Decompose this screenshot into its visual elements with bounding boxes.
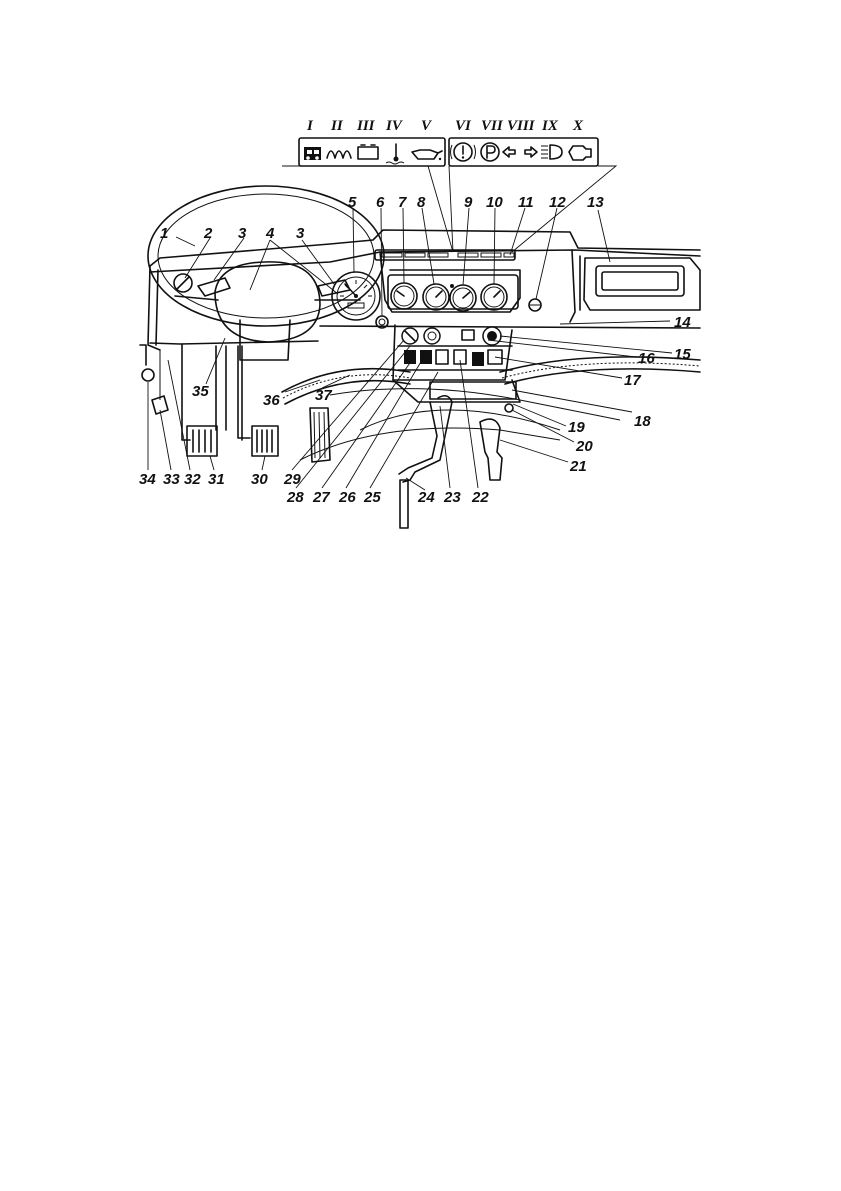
indicator-label-4: IV [385,118,404,134]
callout-10: 10 [486,194,503,211]
gauge-8 [423,284,449,310]
callout-5: 5 [348,194,357,211]
steering-stalks [198,278,350,296]
callout-6: 6 [376,194,385,211]
coolant-temperature-icon [386,144,404,164]
gear-levers [360,396,560,528]
callout-1: 1 [160,225,168,242]
indicator-label-1: I [306,118,314,134]
callout-13: 13 [587,194,604,211]
callout-28: 28 [286,489,304,506]
callout-22: 22 [471,489,489,506]
high-beam-icon [541,145,562,159]
callout-24: 24 [417,489,435,506]
callout-33: 33 [163,471,180,488]
switch-block [398,327,512,370]
knob-20 [505,404,513,412]
callout-21: 21 [569,458,587,475]
indicator-label-3: III [356,118,376,134]
check-engine-icon [569,146,591,160]
indicator-label-10: X [572,118,584,134]
callout-34: 34 [139,471,156,488]
callout-8: 8 [417,194,426,211]
ignition-switch [174,274,192,292]
car-door-icon [304,147,321,160]
dashboard-body [148,230,700,460]
turn-left-arrow-icon [503,147,515,157]
callout-31: 31 [208,471,225,488]
callout-3a: 3 [238,225,247,242]
callout-18: 18 [634,413,651,430]
gauge-9 [450,285,476,311]
indicator-label-2: II [330,118,344,134]
indicator-panel: I II III IV V VI VII VIII IX X [299,118,598,166]
callout-15: 15 [674,346,691,363]
glow-plug-coil-icon [327,151,351,158]
callout-2: 2 [203,225,213,242]
callout-26: 26 [338,489,356,506]
callout-3b: 3 [296,225,305,242]
callout-12: 12 [549,194,566,211]
callout-7: 7 [398,194,407,211]
callout-37: 37 [315,387,332,404]
speedometer [332,272,380,320]
gauge-12 [529,299,541,311]
callout-29: 29 [283,471,301,488]
brake-warning-icon [451,143,476,161]
battery-icon [358,145,378,159]
callout-17: 17 [624,372,641,389]
callout-16: 16 [638,350,655,367]
callout-27: 27 [312,489,330,506]
turn-right-arrow-icon [525,147,537,157]
callout-36: 36 [263,392,280,409]
callout-9: 9 [464,194,473,211]
gauge-7 [391,283,417,309]
gauge-10 [481,284,507,310]
indicator-dot [450,284,454,288]
indicator-label-5: V [421,118,433,134]
indicator-label-7: VII [481,118,504,134]
callout-19: 19 [568,419,585,436]
callout-20: 20 [575,438,593,455]
callout-32: 32 [184,471,201,488]
callout-25: 25 [363,489,381,506]
callout-35: 35 [192,383,209,400]
callout-11: 11 [518,194,534,211]
callout-30: 30 [251,471,268,488]
oil-can-icon [412,150,442,160]
indicator-label-8: VIII [507,118,536,134]
callout-23: 23 [443,489,461,506]
parking-brake-icon [481,143,499,161]
knob-34 [142,369,154,381]
indicator-label-9: IX [541,118,559,134]
indicator-label-6: VI [455,118,472,134]
callout-14: 14 [674,314,691,331]
callout-4: 4 [265,225,275,242]
